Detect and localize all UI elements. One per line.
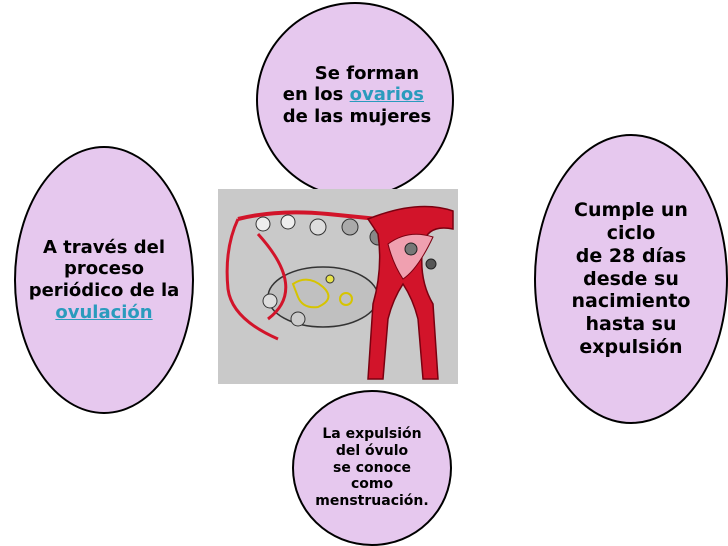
follicle-dot (325, 274, 335, 284)
egg-cell (309, 218, 327, 236)
bubble-ovulation-line3: periódico de la (28, 280, 180, 301)
bubble-ovaries-line3: de las mujeres (282, 105, 432, 127)
egg-cell (404, 242, 418, 256)
follicle-yellow (291, 278, 330, 309)
ovarios-link[interactable]: ovarios (349, 84, 424, 106)
egg-cell (255, 216, 271, 232)
bubble-ovaries: Se forman en los ovarios de las mujeres (256, 2, 454, 198)
bubble-cycle-line: de 28 días (575, 244, 687, 267)
bubble-menstruation-text: La expulsión del óvulo se conoce como me… (315, 426, 428, 510)
bubble-ovulation-text: A través del proceso periódico de la ovu… (29, 237, 180, 323)
bubble-cycle: Cumple un ciclo de 28 días desde su naci… (534, 134, 728, 424)
fimbriae-left (225, 218, 279, 341)
bubble-ovulation-line4: ovulación (29, 302, 180, 324)
bubble-cycle-line: ciclo (606, 222, 656, 244)
bubble-menstruation-line: como (350, 476, 394, 493)
ovary-uterus-illustration (218, 189, 458, 384)
bubble-menstruation-line: del óvulo (335, 442, 409, 459)
bubble-ovaries-line2-prefix: en los (282, 84, 350, 106)
bubble-ovaries-line1: Se forman (314, 62, 420, 84)
bubble-cycle-line: expulsión (579, 335, 683, 358)
egg-cell (290, 311, 306, 327)
egg-cell (425, 258, 437, 270)
follicle-small (339, 292, 353, 306)
bubble-ovaries-text: Se forman en los ovarios de las mujeres (283, 63, 431, 128)
bubble-menstruation-line: menstruación. (315, 493, 429, 510)
egg-cell (262, 293, 278, 309)
ovarian-ligament (256, 232, 288, 321)
ovulacion-link[interactable]: ovulación (55, 301, 153, 323)
egg-cell (341, 218, 359, 236)
bubble-ovulation: A través del proceso periódico de la ovu… (14, 146, 194, 414)
bubble-menstruation-line: se conoce (333, 459, 411, 476)
bubble-cycle-text: Cumple un ciclo de 28 días desde su naci… (572, 199, 691, 359)
bubble-ovulation-line2: proceso (63, 258, 145, 280)
uterine-cavity (387, 233, 434, 280)
bubble-cycle-line: nacimiento (571, 290, 691, 313)
bubble-menstruation-line: La expulsión (322, 426, 422, 442)
bubble-cycle-line: desde su (583, 267, 679, 290)
bubble-menstruation: La expulsión del óvulo se conoce como me… (292, 390, 452, 546)
bubble-ovaries-line2: en los ovarios (283, 84, 431, 106)
bubble-cycle-line: Cumple un (574, 199, 688, 222)
fallopian-tube-left (237, 210, 379, 221)
egg-cell (280, 214, 296, 230)
bubble-ovulation-line1: A través del (42, 236, 165, 258)
bubble-cycle-line: hasta su (585, 313, 677, 336)
